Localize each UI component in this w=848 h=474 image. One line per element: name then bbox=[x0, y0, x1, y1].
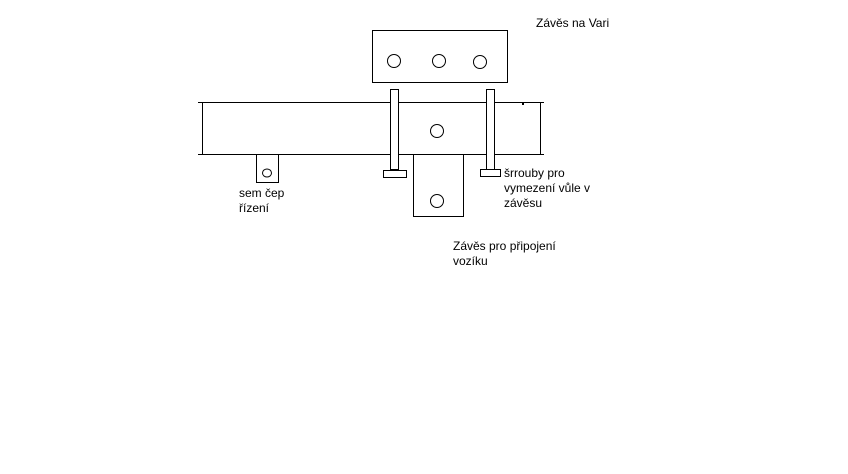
pin-tab bbox=[256, 154, 279, 183]
screws-label-line-2: vymezení vůle v bbox=[504, 181, 591, 195]
top-hitch-label-text: Závěs na Vari bbox=[536, 16, 610, 30]
left-screw-head bbox=[383, 170, 407, 178]
beam-center-hole bbox=[430, 124, 444, 138]
screws-label: šrrouby pro vymezení vůle v závěsu bbox=[504, 166, 590, 211]
bottom-hitch-hole bbox=[430, 194, 444, 208]
top-hitch-hole-middle bbox=[432, 54, 446, 68]
bottom-hitch-plate bbox=[413, 154, 464, 217]
screws-label-line-3: závěsu bbox=[504, 196, 543, 210]
top-hitch-plate bbox=[372, 30, 508, 83]
top-hitch-label: Závěs na Vari bbox=[536, 16, 609, 31]
screws-label-line-1: šrrouby pro bbox=[504, 166, 565, 180]
pin-label-line-1: sem čep bbox=[239, 186, 285, 200]
pin-label-line-2: řízení bbox=[239, 201, 270, 215]
bottom-hitch-label: Závěs pro připojení vozíku bbox=[453, 239, 556, 269]
beam-dot bbox=[522, 103, 524, 105]
top-hitch-hole-right bbox=[473, 55, 487, 69]
bottom-hitch-label-line-1: Závěs pro připojení bbox=[453, 239, 556, 253]
right-screw-shank bbox=[486, 89, 495, 170]
top-hitch-hole-left bbox=[387, 54, 401, 68]
right-screw-head bbox=[480, 169, 501, 177]
bottom-hitch-label-line-2: vozíku bbox=[453, 254, 488, 268]
left-screw-shank bbox=[390, 89, 399, 170]
pin-label: sem čep řízení bbox=[239, 186, 284, 216]
pin-tab-hole bbox=[262, 168, 272, 178]
